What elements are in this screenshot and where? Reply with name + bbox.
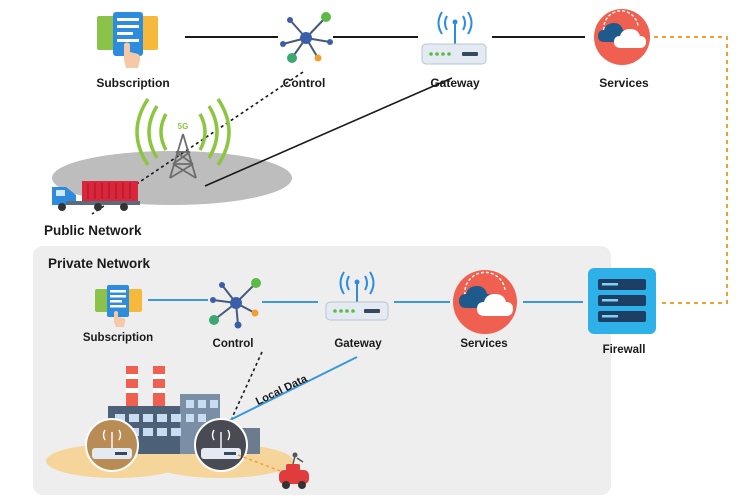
public-subscription-label: Subscription: [96, 76, 169, 90]
private-control-hub-icon: [209, 278, 261, 329]
private-network-title: Private Network: [48, 256, 151, 271]
services-firewall-dashed-link: [654, 36, 728, 304]
public-services-label: Services: [599, 76, 649, 90]
firewall-label: Firewall: [603, 344, 646, 356]
left-radio-node-icon: [85, 418, 139, 472]
private-services-label: Services: [460, 338, 507, 350]
private-subscription-label: Subscription: [83, 332, 153, 344]
public-control-label: Control: [283, 76, 326, 90]
private-services-cloud-icon: [453, 270, 517, 334]
right-radio-node-icon: [194, 418, 248, 472]
services-cloud-icon: [594, 9, 650, 65]
gateway-tower-link: [204, 77, 453, 187]
tower-badge: 5G: [178, 122, 189, 131]
control-factory-dashed-link: [231, 351, 263, 419]
private-subscription-icon: [95, 285, 142, 327]
control-hub-icon: [280, 12, 333, 63]
private-gateway-label: Gateway: [334, 338, 382, 350]
truck-icon: [52, 181, 140, 211]
firewall-icon: [588, 268, 656, 334]
private-gateway-router-icon: [325, 271, 389, 321]
private-connectors: [148, 299, 583, 421]
gateway-router-icon: [421, 11, 487, 65]
node-robot-dashed-link: [237, 454, 284, 473]
private-control-label: Control: [213, 338, 254, 350]
5g-tower-icon: 5G: [135, 98, 231, 179]
public-network-title: Public Network: [44, 223, 142, 238]
robot-car-icon: [279, 452, 309, 489]
subscription-icon: [97, 12, 158, 68]
public-gateway-label: Gateway: [430, 76, 480, 90]
